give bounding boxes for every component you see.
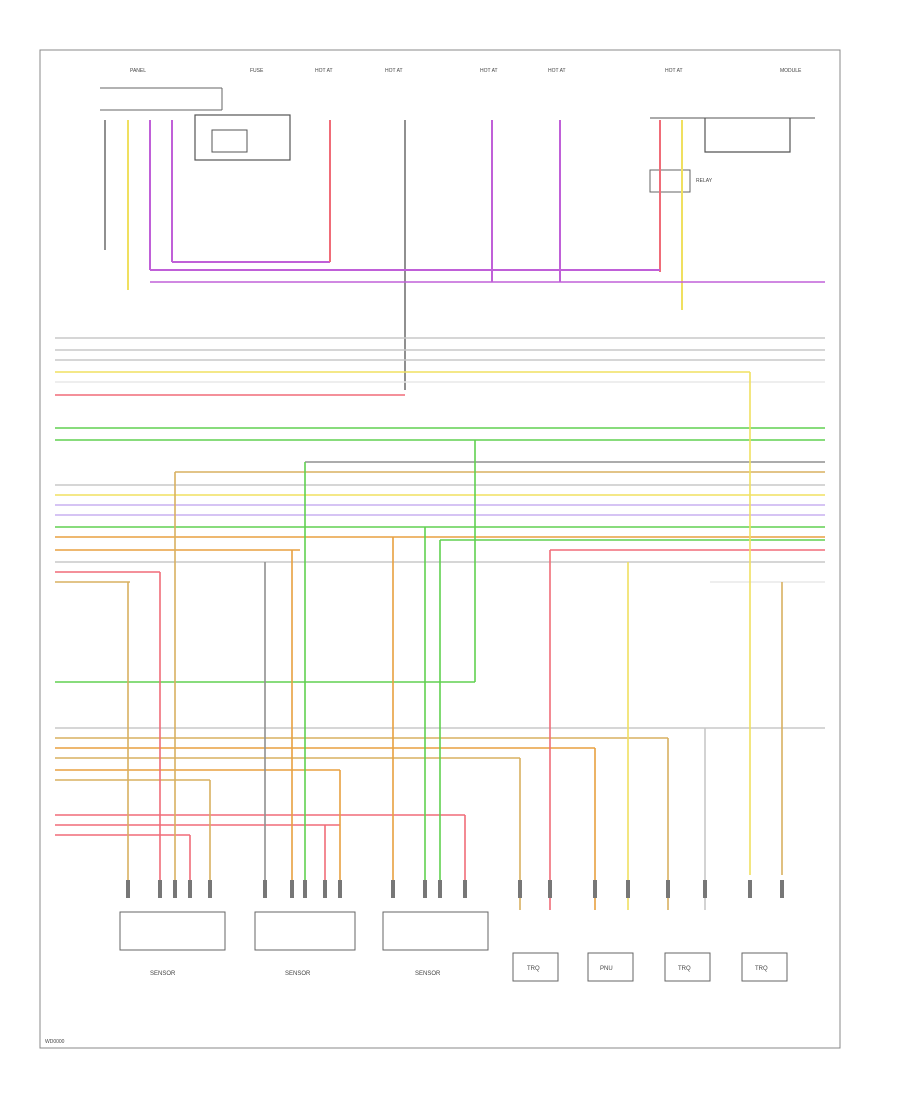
connector-pin bbox=[666, 880, 670, 898]
connector-pin bbox=[518, 880, 522, 898]
bottom-label-3: SENSOR bbox=[415, 971, 441, 977]
connector-pin bbox=[780, 880, 784, 898]
bottom-label-4: TRQ bbox=[527, 966, 540, 972]
top-component-fuse-block: FUSE bbox=[194, 68, 291, 161]
connector-pin bbox=[158, 880, 162, 898]
connector-pin bbox=[126, 880, 130, 898]
vertical-wire-drops bbox=[127, 372, 783, 910]
bottom-label-7: TRQ bbox=[755, 966, 768, 972]
relay-component: RELAY bbox=[649, 169, 713, 193]
connector-pin bbox=[263, 880, 267, 898]
footer-code: WD0000 bbox=[45, 1039, 65, 1045]
bottom-label-2: SENSOR bbox=[285, 971, 311, 977]
relay-label: RELAY bbox=[696, 178, 713, 184]
bottom-box-5: PNU bbox=[587, 952, 634, 982]
connector-pin bbox=[290, 880, 294, 898]
top-label-8: MODULE bbox=[780, 68, 802, 74]
connector-pin bbox=[463, 880, 467, 898]
top-label-5: HOT AT bbox=[480, 68, 498, 74]
connector-pin bbox=[188, 880, 192, 898]
top-vertical-wires bbox=[104, 120, 683, 390]
connector-pin bbox=[748, 880, 752, 898]
diagram-border bbox=[39, 49, 841, 1049]
bottom-label-1: SENSOR bbox=[150, 971, 176, 977]
bottom-box-4: TRQ bbox=[512, 952, 559, 982]
top-label-2: FUSE bbox=[250, 68, 264, 74]
top-label-4: HOT AT bbox=[385, 68, 403, 74]
connector-pin bbox=[208, 880, 212, 898]
connector-pin bbox=[438, 880, 442, 898]
bottom-label-5: PNU bbox=[600, 966, 613, 972]
top-component-panel: PANEL bbox=[100, 68, 223, 111]
connector-pin bbox=[303, 880, 307, 898]
top-label-7: HOT AT bbox=[665, 68, 683, 74]
horizontal-wire-bus bbox=[55, 281, 825, 836]
connector-pin bbox=[593, 880, 597, 898]
top-right-module-bracket bbox=[650, 117, 815, 153]
connector-pin bbox=[626, 880, 630, 898]
bottom-box-7: TRQ bbox=[741, 952, 788, 982]
connector-pin bbox=[703, 880, 707, 898]
top-label-3: HOT AT bbox=[315, 68, 333, 74]
bottom-box-6: TRQ bbox=[664, 952, 711, 982]
top-label-6: HOT AT bbox=[548, 68, 566, 74]
bottom-label-6: TRQ bbox=[678, 966, 691, 972]
bottom-sensor-1: SENSOR bbox=[119, 911, 226, 977]
connector-pin bbox=[423, 880, 427, 898]
connector-pin bbox=[391, 880, 395, 898]
connector-pin bbox=[323, 880, 327, 898]
bottom-sensor-2: SENSOR bbox=[254, 911, 356, 977]
connector-pin bbox=[338, 880, 342, 898]
connector-pins bbox=[126, 880, 784, 898]
connector-pin bbox=[548, 880, 552, 898]
top-label-1: PANEL bbox=[130, 68, 146, 74]
bottom-sensor-3: SENSOR bbox=[382, 911, 489, 977]
connector-pin bbox=[173, 880, 177, 898]
